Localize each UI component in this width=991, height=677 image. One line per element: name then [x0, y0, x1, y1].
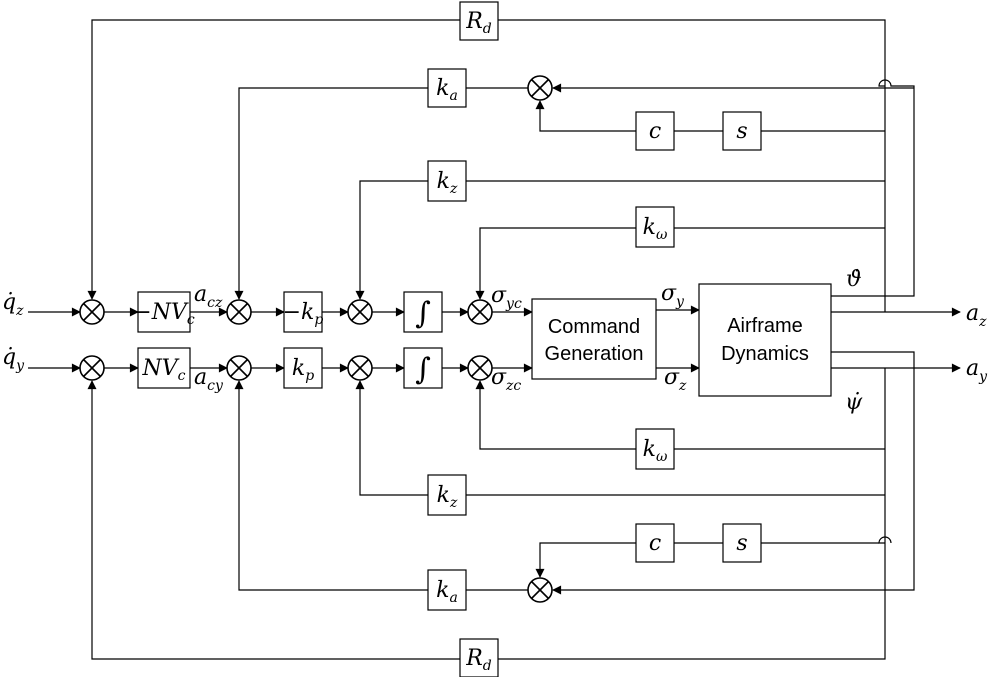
block-command-generation: Command Generation: [531, 298, 657, 380]
svg-text:Airframe: Airframe: [727, 315, 803, 337]
svg-text:Rd: Rd: [465, 9, 492, 37]
svg-text:s: s: [736, 531, 747, 556]
svg-text:s: s: [736, 119, 747, 144]
block-kz-top: kz: [427, 160, 467, 202]
label-input-qz: q̇z: [2, 290, 24, 319]
block-c-bot: c: [635, 523, 675, 563]
block-ka-top: ka: [427, 68, 467, 108]
wires-top-channel: [28, 19, 961, 317]
sum-bot-3: [347, 355, 373, 381]
svg-text:Generation: Generation: [545, 343, 644, 365]
block-kw-top: kω: [635, 206, 675, 248]
svg-text:Command: Command: [548, 316, 640, 338]
sum-top-4: [467, 299, 493, 325]
block-nvc-top: −NVc: [133, 291, 195, 333]
label-acy: acy: [194, 365, 224, 394]
label-sigma-y: σy: [661, 281, 685, 310]
label-theta-dot: ϑ̇: [846, 267, 862, 292]
block-c-top: c: [635, 111, 675, 151]
summing-junctions: [79, 75, 553, 603]
sum-top-3: [347, 299, 373, 325]
block-kw-bot: kω: [635, 428, 675, 470]
sum-bot-2: [226, 355, 252, 381]
block-kp-top: −kp: [283, 291, 324, 333]
block-integrator-bot: ∫: [403, 347, 443, 389]
label-input-qy: q̇y: [2, 345, 25, 374]
block-s-top: s: [722, 111, 762, 151]
svg-text:kp: kp: [292, 356, 314, 384]
sum-bot-ka: [527, 577, 553, 603]
label-psi-dot: ψ̇: [845, 390, 863, 415]
svg-text:∫: ∫: [415, 296, 431, 331]
svg-text:Dynamics: Dynamics: [721, 343, 809, 365]
svg-text:kz: kz: [437, 169, 458, 197]
sum-top-1: [79, 299, 105, 325]
svg-text:−kp: −kp: [283, 300, 324, 328]
label-output-az: az: [966, 301, 987, 330]
sum-bot-1: [79, 355, 105, 381]
svg-text:∫: ∫: [415, 352, 431, 387]
label-sigma-yc: σyc: [491, 283, 522, 312]
svg-text:ka: ka: [436, 76, 458, 104]
signal-labels: q̇z q̇y acz acy σyc σzc σy σz ϑ̇ ψ̇ az a…: [2, 267, 988, 415]
wires-bottom-channel: [28, 351, 961, 660]
sum-bot-4: [467, 355, 493, 381]
svg-text:kω: kω: [643, 437, 668, 465]
svg-text:ka: ka: [436, 578, 458, 606]
sum-top-2: [226, 299, 252, 325]
block-kp-bot: kp: [283, 347, 323, 389]
svg-text:NVc: NVc: [142, 356, 186, 384]
label-output-ay: ay: [966, 356, 988, 385]
block-nvc-bot: NVc: [137, 347, 191, 389]
block-kz-bot: kz: [427, 474, 467, 516]
svg-text:Rd: Rd: [465, 646, 492, 674]
label-sigma-z: σz: [664, 365, 687, 394]
svg-text:c: c: [649, 531, 661, 556]
block-rd-top: Rd: [459, 1, 499, 41]
block-integrator-top: ∫: [403, 291, 443, 333]
svg-text:kω: kω: [643, 215, 668, 243]
label-sigma-zc: σzc: [491, 365, 521, 394]
sum-top-ka: [527, 75, 553, 101]
block-rd-bot: Rd: [459, 638, 499, 677]
label-acz: acz: [194, 282, 223, 311]
block-ka-bot: ka: [427, 569, 467, 611]
svg-text:kz: kz: [437, 483, 458, 511]
svg-text:c: c: [649, 119, 661, 144]
block-airframe-dynamics: Airframe Dynamics: [698, 283, 832, 397]
svg-text:−NVc: −NVc: [133, 300, 195, 328]
block-s-bot: s: [722, 523, 762, 563]
